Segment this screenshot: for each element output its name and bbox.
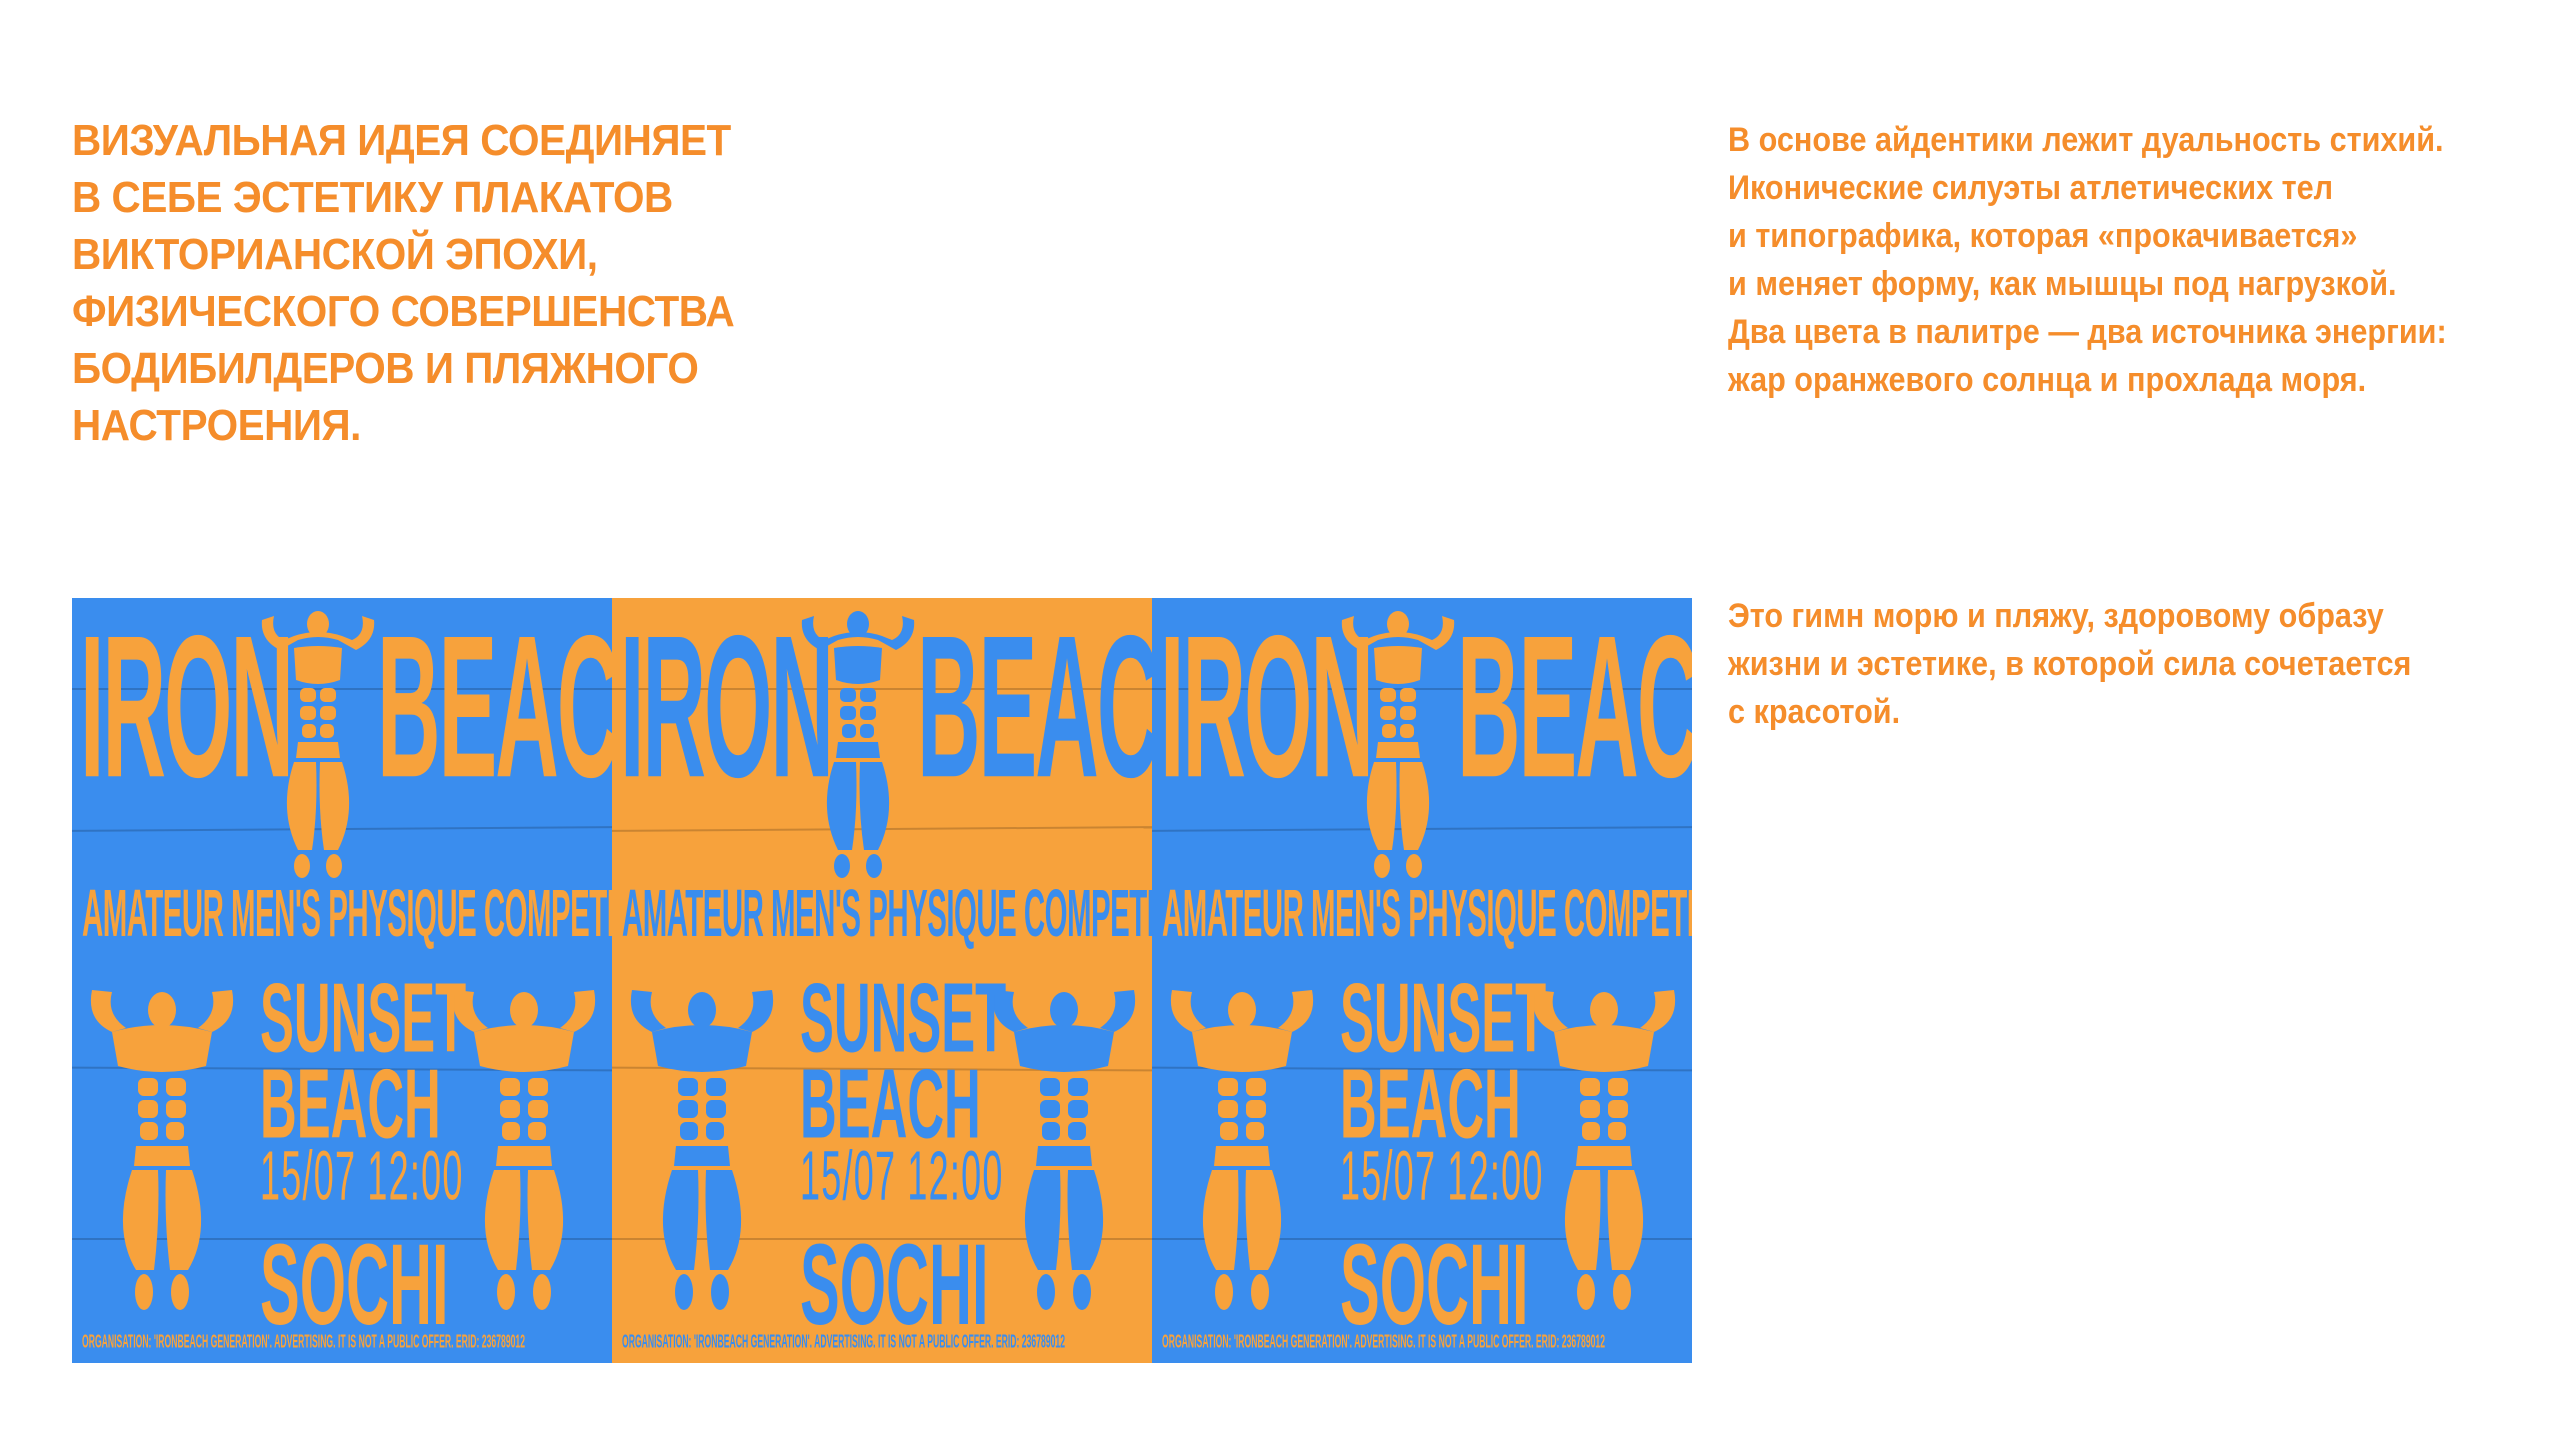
headline: ВИЗУАЛЬНАЯ ИДЕЯ СОЕДИНЯЕТ В СЕБЕ ЭСТЕТИК… [72,112,900,454]
poster-word-right: BEACH [377,598,612,820]
poster: IRON BEACH AMATEUR MEN'S PHYSIQUE COMPET… [72,598,612,1363]
poster-word-right: BEACH [1457,598,1692,820]
poster-event-info: SUNSET BEACH 15/07 12:00 SOCHI [800,969,1006,1342]
bodybuilder-figure-icon [1341,611,1455,878]
headline-line: НАСТРОЕНИЯ. [72,401,361,450]
paper-crease [612,1238,1152,1240]
paragraph-line: Иконические силуэты атлетических тел [1728,169,2334,207]
paper-crease [1152,688,1692,690]
headline-line: ФИЗИЧЕСКОГО СОВЕРШЕНСТВА [72,287,735,336]
paragraph-line: жар оранжевого солнца и прохлада моря. [1728,361,2367,399]
poster-word-left: IRON [80,598,294,820]
flexing-figure-right-icon [452,990,596,1310]
poster-footer: ORGANISATION: 'IRONBEACH GENERATION'. AD… [82,1330,526,1352]
poster-subtitle: AMATEUR MEN'S PHYSIQUE COMPETITION [1162,875,1692,951]
poster-footer: ORGANISATION: 'IRONBEACH GENERATION'. AD… [1162,1330,1606,1352]
poster-date-time: 15/07 12:00 [800,1137,1004,1216]
paper-crease [1152,1238,1692,1240]
headline-line: БОДИБИЛДЕРОВ И ПЛЯЖНОГО [72,344,699,393]
poster-event-info: SUNSET BEACH 15/07 12:00 SOCHI [1340,969,1546,1342]
poster-subtitle: AMATEUR MEN'S PHYSIQUE COMPETITION [622,875,1152,951]
paragraph-line: Это гимн морю и пляжу, здоровому образу [1728,597,2384,635]
poster-date-time: 15/07 12:00 [1340,1137,1544,1216]
poster: IRON BEACH AMATEUR MEN'S PHYSIQUE COMPET… [1152,598,1692,1363]
hymn-paragraph: Это гимн морю и пляжу, здоровому образу … [1728,592,2466,736]
poster-city: SOCHI [1340,1220,1529,1350]
flexing-figure-left-icon [90,990,234,1310]
poster-event-info: SUNSET BEACH 15/07 12:00 SOCHI [260,969,466,1342]
poster-city: SOCHI [800,1220,989,1350]
headline-line: В СЕБЕ ЭСТЕТИКУ ПЛАКАТОВ [72,173,673,222]
flexing-figure-right-icon [1532,990,1676,1310]
paragraph-line: Два цвета в палитре — два источника энер… [1728,313,2447,351]
paper-crease [72,1238,612,1240]
paragraph-line: жизни и эстетике, в которой сила сочетае… [1728,645,2412,683]
headline-line: ВИЗУАЛЬНАЯ ИДЕЯ СОЕДИНЯЕТ [72,116,731,165]
poster-city: SOCHI [260,1220,449,1350]
poster-word-right: BEACH [917,598,1152,820]
poster-footer: ORGANISATION: 'IRONBEACH GENERATION'. AD… [622,1330,1066,1352]
poster: IRON BEACH AMATEUR MEN'S PHYSIQUE COMPET… [612,598,1152,1363]
poster-row: IRON BEACH AMATEUR MEN'S PHYSIQUE COMPET… [72,598,1692,1363]
bodybuilder-figure-icon [801,611,915,878]
headline-line: ВИКТОРИАНСКОЙ ЭПОХИ, [72,230,598,279]
paper-crease [612,688,1152,690]
flexing-figure-left-icon [1170,990,1314,1310]
poster-word-left: IRON [620,598,834,820]
flexing-figure-left-icon [630,990,774,1310]
identity-paragraph: В основе айдентики лежит дуальность стих… [1728,116,2466,404]
poster-subtitle: AMATEUR MEN'S PHYSIQUE COMPETITION [82,875,612,951]
bodybuilder-figure-icon [261,611,375,878]
paragraph-line: с красотой. [1728,693,1901,731]
paper-crease [72,688,612,690]
flexing-figure-right-icon [992,990,1136,1310]
poster-date-time: 15/07 12:00 [260,1137,464,1216]
paragraph-line: В основе айдентики лежит дуальность стих… [1728,121,2444,159]
paragraph-line: и меняет форму, как мышцы под нагрузкой. [1728,265,2397,303]
paragraph-line: и типографика, которая «прокачивается» [1728,217,2358,255]
poster-word-left: IRON [1160,598,1374,820]
